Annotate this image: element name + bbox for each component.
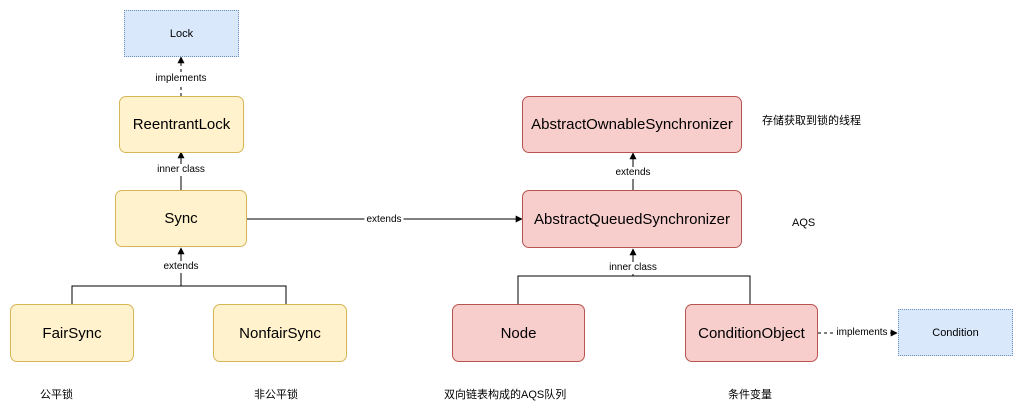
node-node: Node [452, 304, 585, 362]
node-condition: Condition [898, 309, 1013, 356]
edge-label-implements-lock: implements [153, 73, 209, 85]
note-node: 双向链表构成的AQS队列 [444, 389, 567, 401]
note-nonfair: 非公平锁 [254, 389, 298, 401]
node-abstract-ownable-synchronizer: AbstractOwnableSynchronizer [522, 96, 742, 153]
node-condition-object: ConditionObject [685, 304, 818, 362]
node-nonfair-sync: NonfairSync [213, 304, 347, 362]
node-abstract-queued-synchronizer: AbstractQueuedSynchronizer [522, 190, 742, 248]
edge-fair-extends-sync [71, 285, 181, 304]
node-sync: Sync [115, 190, 247, 247]
edge-conditionobject-inner-class-aqs [633, 275, 751, 304]
edge-label-aqs-extends-aos: extends [613, 167, 653, 179]
node-lock: Lock [124, 10, 239, 57]
node-reentrant-lock: ReentrantLock [119, 96, 244, 153]
note-fair: 公平锁 [40, 389, 73, 401]
note-aos: 存储获取到锁的线程 [762, 115, 861, 127]
note-aqs: AQS [792, 217, 816, 229]
edge-label-sync-extends-aqs: extends [364, 214, 404, 226]
edge-node-inner-class-aqs [517, 275, 633, 304]
edge-label-extends-sync: extends [161, 261, 201, 273]
edge-label-inner-class-aqs: inner class [607, 262, 659, 274]
edge-nonfair-extends-sync [181, 285, 287, 304]
edge-label-inner-class-reentrant: inner class [155, 164, 207, 176]
edge-label-implements-condition: implements [834, 327, 890, 339]
note-condition: 条件变量 [728, 389, 772, 401]
node-fair-sync: FairSync [10, 304, 134, 362]
